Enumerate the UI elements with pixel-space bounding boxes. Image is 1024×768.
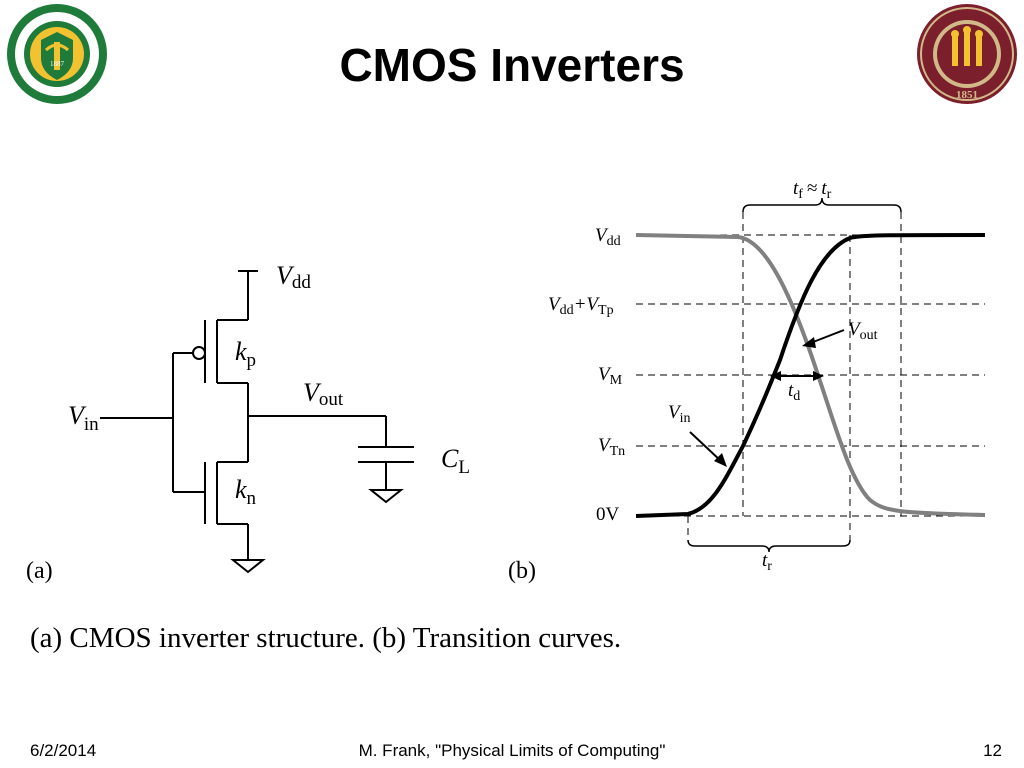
circuit-vdd-label: Vdd — [276, 261, 311, 293]
circuit-kn-label: kn — [235, 475, 257, 509]
top-brace — [742, 197, 902, 213]
famu-logo: 1887 — [7, 4, 107, 104]
panel-a-label: (a) — [26, 558, 53, 584]
vin-curve — [635, 233, 986, 518]
tr-label: tr — [762, 550, 772, 574]
bottom-brace — [687, 539, 851, 553]
vout-curve-label: Vout — [848, 319, 878, 343]
cmos-inverter-schematic: Vdd kp Vout Vin CL kn (a) — [26, 261, 470, 584]
page-number: 12 — [983, 741, 1002, 760]
famu-logo-text: 1887 — [50, 60, 65, 68]
td-label: td — [788, 380, 800, 404]
circuit-kp-label: kp — [235, 337, 256, 371]
fsu-seal-year: 1851 — [956, 89, 978, 101]
circuit-cl-label: CL — [441, 444, 470, 478]
level-vdd-vtp-label: Vdd+VTp — [548, 294, 614, 318]
level-vtn-label: VTn — [598, 435, 625, 459]
tf-approx-tr-label: tf≈tr — [793, 178, 832, 202]
vout-curve — [635, 233, 986, 517]
transition-curves: Vdd Vdd+VTp VM VTn 0V Vout Vin td tf≈tr … — [508, 178, 986, 584]
circuit-vin-label: Vin — [68, 401, 99, 435]
level-vdd-label: Vdd — [595, 225, 621, 249]
footer-center: M. Frank, "Physical Limits of Computing" — [358, 741, 666, 760]
circuit-vout-label: Vout — [303, 378, 344, 410]
footer-date: 6/2/2014 — [30, 741, 97, 760]
figure-caption: (a) CMOS inverter structure. (b) Transit… — [30, 622, 622, 654]
vin-curve-label: Vin — [668, 402, 691, 426]
fsu-seal: 1851 — [917, 4, 1017, 104]
slide-title: CMOS Inverters — [339, 39, 685, 91]
panel-b-label: (b) — [508, 558, 536, 584]
level-0v-label: 0V — [596, 504, 620, 525]
level-vm-label: VM — [598, 364, 623, 388]
